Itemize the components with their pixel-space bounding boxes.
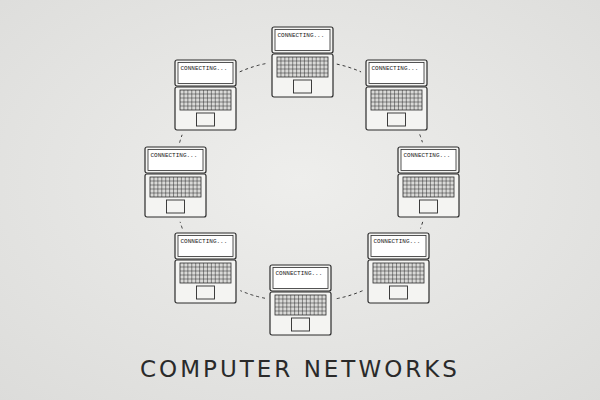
- network-link: [180, 135, 182, 143]
- keyboard-keys: [275, 295, 326, 315]
- keyboard-keys: [150, 177, 201, 197]
- keyboard: [180, 263, 231, 283]
- laptop-base: [398, 174, 459, 217]
- keyboard-keys: [403, 177, 454, 197]
- laptop-node: CONNECTING...: [174, 59, 237, 131]
- keyboard: [150, 177, 201, 197]
- screen-text: CONNECTING...: [373, 237, 422, 246]
- laptop-screen: [178, 63, 233, 84]
- keyboard: [403, 177, 454, 197]
- screen-text: CONNECTING...: [150, 151, 199, 160]
- laptop-screen: [401, 150, 456, 171]
- network-link: [335, 291, 363, 299]
- keyboard: [277, 57, 328, 77]
- laptop-node: CONNECTING...: [397, 146, 460, 218]
- laptop-base: [175, 260, 236, 303]
- laptop-node: CONNECTING...: [367, 232, 430, 304]
- laptop-lid: [366, 60, 427, 86]
- trackpad: [196, 113, 214, 126]
- laptop-base: [145, 174, 206, 217]
- keyboard: [373, 263, 424, 283]
- laptop-screen: [273, 268, 328, 289]
- keyboard: [371, 90, 422, 110]
- laptop-screen: [275, 30, 330, 51]
- network-link: [421, 222, 423, 229]
- laptop-node: CONNECTING...: [271, 26, 334, 98]
- laptop-base: [270, 292, 331, 335]
- laptop-lid: [145, 147, 206, 173]
- laptop-node: CONNECTING...: [365, 59, 428, 131]
- laptop-screen: [369, 63, 424, 84]
- keyboard-keys: [371, 90, 422, 110]
- diagram-title: COMPUTER NETWORKS: [0, 356, 600, 382]
- trackpad: [293, 80, 311, 93]
- network-link: [240, 63, 268, 72]
- laptop-lid: [272, 27, 333, 53]
- network-link: [240, 291, 265, 299]
- laptop-screen: [371, 236, 426, 257]
- screen-text: CONNECTING...: [277, 31, 326, 40]
- trackpad: [387, 113, 405, 126]
- network-link: [420, 134, 423, 142]
- network-link: [337, 64, 361, 72]
- laptop-screen: [148, 150, 203, 171]
- laptop-lid: [270, 265, 331, 291]
- keyboard: [180, 90, 231, 110]
- network-link: [180, 222, 182, 229]
- laptop-lid: [398, 147, 459, 173]
- trackpad: [166, 200, 184, 213]
- laptop-base: [175, 87, 236, 130]
- trackpad: [389, 286, 407, 299]
- laptop-node: CONNECTING...: [174, 232, 237, 304]
- laptop-base: [368, 260, 429, 303]
- laptop-node: CONNECTING...: [269, 264, 332, 336]
- laptop-lid: [175, 233, 236, 259]
- laptop-node: CONNECTING...: [144, 146, 207, 218]
- keyboard: [275, 295, 326, 315]
- screen-text: CONNECTING...: [403, 151, 452, 160]
- screen-text: CONNECTING...: [275, 269, 324, 278]
- keyboard-keys: [373, 263, 424, 283]
- trackpad: [291, 318, 309, 331]
- laptop-lid: [175, 60, 236, 86]
- keyboard-keys: [180, 90, 231, 110]
- screen-text: CONNECTING...: [180, 64, 229, 73]
- laptop-lid: [368, 233, 429, 259]
- laptop-base: [366, 87, 427, 130]
- screen-text: CONNECTING...: [371, 64, 420, 73]
- screen-text: CONNECTING...: [180, 237, 229, 246]
- trackpad: [196, 286, 214, 299]
- keyboard-keys: [180, 263, 231, 283]
- keyboard-keys: [277, 57, 328, 77]
- trackpad: [419, 200, 437, 213]
- laptop-base: [272, 54, 333, 97]
- laptop-screen: [178, 236, 233, 257]
